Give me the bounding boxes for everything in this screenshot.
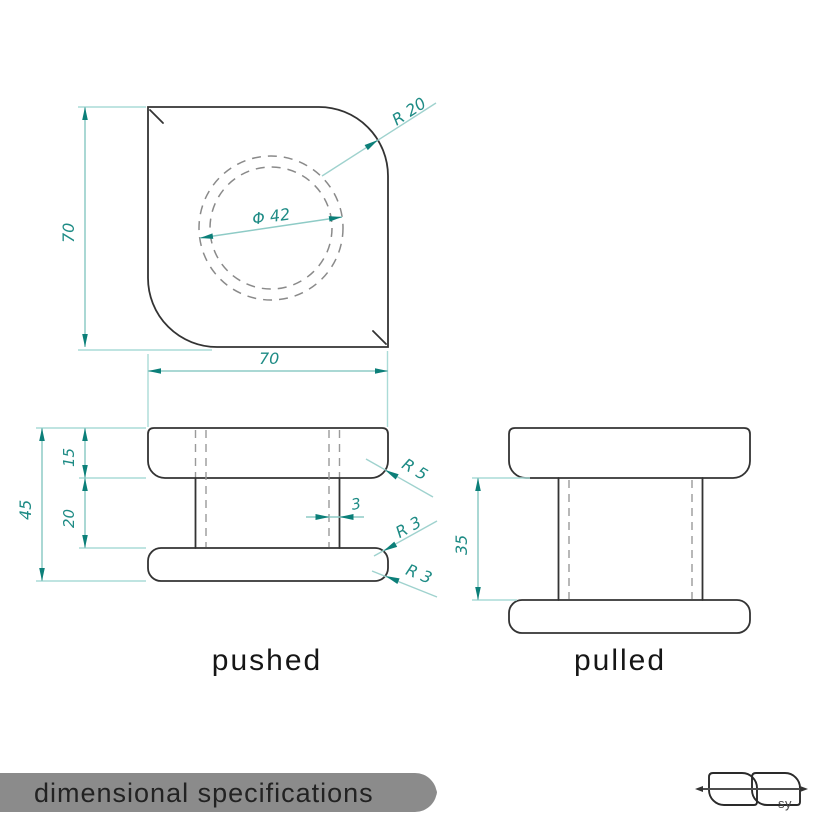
- leader-arrow-r5: [385, 470, 399, 480]
- corner-tick-top-left: [149, 109, 164, 124]
- dimension-text-r20: R 20: [388, 93, 429, 129]
- logo: sy: [695, 772, 808, 811]
- dimension-text-r3-top: R 3: [392, 512, 424, 541]
- dimension-text-35: 35: [452, 535, 471, 555]
- leader-arrow-r3-bottom: [385, 576, 400, 584]
- leader-line-r20: [321, 102, 437, 177]
- title-bar-background: [0, 773, 437, 812]
- leader-arrow-r3-top: [383, 541, 398, 551]
- leader-line-r3-bottom: [371, 570, 438, 598]
- dimension-text-width-70: 70: [259, 349, 279, 368]
- title-bar-label: dimensional specifications: [34, 778, 374, 808]
- top-view-outline: [147, 106, 389, 348]
- pushed-base-outline: [147, 547, 389, 582]
- dimension-line-diameter-42: [199, 216, 343, 239]
- pushed-view-label: pushed: [212, 644, 322, 677]
- dimension-arrow-3-left: [315, 514, 330, 520]
- dimension-text-15: 15: [60, 448, 78, 467]
- dimension-text-45: 45: [16, 500, 35, 520]
- top-view: 70 70 Φ 42 R 20: [59, 93, 437, 427]
- logo-label: sy: [778, 796, 792, 811]
- leader-line-r5: [365, 458, 434, 498]
- bore-circle-outer: [198, 155, 344, 301]
- pushed-cap-outline: [147, 427, 389, 479]
- pulled-view: 35 pulled: [452, 427, 751, 677]
- dimension-text-r3-bottom: R 3: [403, 560, 435, 588]
- pushed-view: 45 15 20 3 R 5 R 3 R 3 pushed: [16, 427, 438, 677]
- dimension-arrow-3-right: [339, 514, 354, 520]
- dimension-text-3: 3: [350, 494, 363, 513]
- logo-shape-right: [751, 772, 801, 806]
- pulled-view-label: pulled: [574, 644, 666, 677]
- corner-tick-bottom-right: [372, 330, 387, 345]
- leader-arrow-r20: [364, 140, 378, 151]
- dimension-text-height-70: 70: [59, 223, 78, 243]
- logo-axis-arrow-right: [800, 786, 808, 792]
- pulled-base-outline: [508, 599, 751, 634]
- dimension-text-20: 20: [60, 509, 78, 528]
- pulled-cap-outline: [508, 427, 751, 479]
- logo-axis-arrow-left: [695, 786, 703, 792]
- title-bar: dimensional specifications: [0, 773, 437, 812]
